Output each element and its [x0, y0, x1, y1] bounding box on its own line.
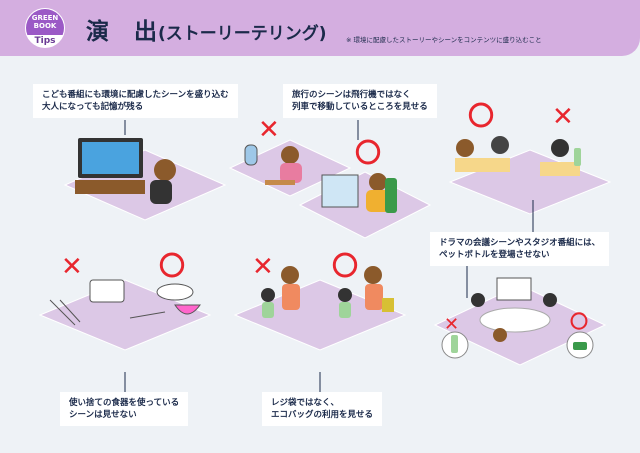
- logo-text: BOOK: [33, 22, 57, 30]
- header-note: ※ 環境に配慮したストーリーやシーンをコンテンツに盛り込むこと: [346, 36, 542, 44]
- ok-mark-meeting: 〇: [570, 312, 588, 333]
- ng-mark-meeting: ✕: [444, 314, 460, 335]
- tv-icon: [75, 138, 145, 194]
- caption-line: エコバッグの利用を見せる: [271, 410, 374, 420]
- ok-mark-train: 〇: [355, 139, 382, 169]
- ng-mark-disposable: ✕: [61, 252, 83, 282]
- title-sub: (ストーリーテリング): [158, 24, 327, 44]
- caption-line: 大人になっても記憶が残る: [42, 102, 144, 112]
- child-icon: [150, 159, 176, 204]
- plastic-bag-family-icon: [261, 266, 300, 318]
- meeting-icon: [471, 277, 557, 342]
- page-title: 演 出(ストーリーテリング): [86, 12, 327, 46]
- caption-line: レジ袋ではなく、: [271, 398, 340, 408]
- reusable-tableware-icon: [129, 283, 201, 319]
- ok-mark-reusable: 〇: [159, 252, 186, 282]
- caption-kids-tv: こども番組にも環境に配慮したシーンを盛り込む大人になっても記憶が残る: [33, 84, 238, 118]
- plane-seat-icon: [244, 144, 302, 185]
- caption-tableware: 使い捨ての食器を使っているシーンは見せない: [60, 392, 189, 426]
- caption-line: ドラマの会議シーンやスタジオ番組には、: [439, 238, 601, 248]
- cup-inset-icon: [566, 331, 594, 359]
- caption-ecobag: レジ袋ではなく、エコバッグの利用を見せる: [262, 392, 383, 426]
- caption-drama: ドラマの会議シーンやスタジオ番組には、ペットボトルを登場させない: [430, 232, 610, 266]
- ng-mark-plastic-bag: ✕: [252, 252, 274, 282]
- ecobag-family-icon: [338, 266, 394, 318]
- caption-line: 列車で移動しているところを見せる: [292, 102, 428, 112]
- logo-text: GREEN: [31, 14, 59, 22]
- ng-mark-bottle: ✕: [552, 102, 574, 132]
- caption-line: 使い捨ての食器を使っている: [69, 398, 180, 408]
- train-seat-icon: [321, 173, 397, 213]
- caption-line: ペットボトルを登場させない: [439, 250, 550, 260]
- ng-mark-plane: ✕: [258, 115, 280, 145]
- ok-mark-ecobag: 〇: [332, 252, 359, 282]
- disposable-tableware-icon: [49, 279, 125, 326]
- title-main: 演 出: [86, 19, 158, 45]
- bottle-inset-icon: [441, 331, 469, 359]
- studio-people-icon: [455, 136, 581, 176]
- logo-tips: Tips: [34, 36, 56, 46]
- caption-line: こども番組にも環境に配慮したシーンを盛り込む: [42, 90, 229, 100]
- caption-travel: 旅行のシーンは飛行機ではなく列車で移動しているところを見せる: [283, 84, 437, 118]
- caption-line: シーンは見せない: [69, 410, 137, 420]
- ok-mark-studio: 〇: [468, 102, 495, 132]
- caption-line: 旅行のシーンは飛行機ではなく: [292, 90, 411, 100]
